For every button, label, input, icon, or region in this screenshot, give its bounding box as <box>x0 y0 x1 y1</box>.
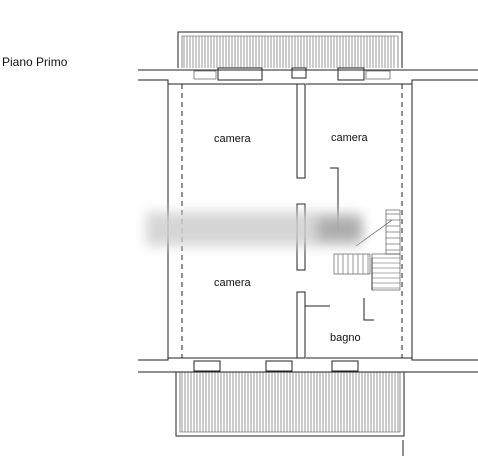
top-wall <box>138 67 478 85</box>
top-balcony <box>177 31 403 68</box>
right-wall <box>401 84 413 358</box>
plan-title: Piano Primo <box>2 55 68 69</box>
staircase <box>333 209 401 291</box>
bottom-wall <box>138 357 478 373</box>
room-label-bagno: bagno <box>330 332 361 344</box>
room-label-camera-top-left: camera <box>214 133 252 145</box>
bottom-balcony <box>175 372 405 456</box>
blurred-label <box>146 212 362 246</box>
room-label-camera-top-right: camera <box>331 132 369 144</box>
room-label-camera-bottom-left: camera <box>214 277 252 289</box>
